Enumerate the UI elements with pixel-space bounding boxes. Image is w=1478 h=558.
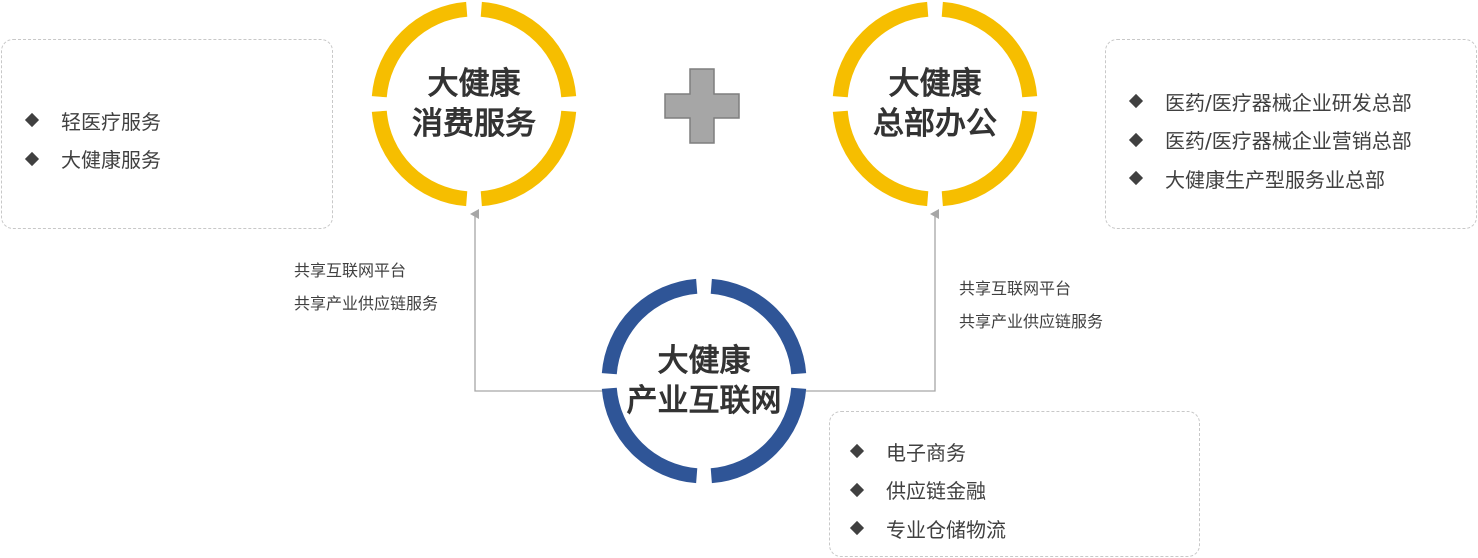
list-item-label: 大健康生产型服务业总部 xyxy=(1165,167,1385,192)
hq-circle-label: 大健康 总部办公 xyxy=(845,44,1025,164)
consumer-line2: 消费服务 xyxy=(412,106,536,142)
connector-right xyxy=(806,209,939,392)
hq-office-box: 医药/医疗器械企业研发总部 医药/医疗器械企业营销总部 大健康生产型服务业总部 xyxy=(1105,39,1477,229)
internet-line2: 产业互联网 xyxy=(626,383,782,419)
diamond-bullet-icon xyxy=(24,151,40,166)
left-link-annotation: 共享互联网平台 共享产业供应链服务 xyxy=(294,254,438,320)
connector-left xyxy=(470,209,603,392)
diamond-bullet-icon xyxy=(1128,94,1144,109)
list-item-label: 医药/医疗器械企业研发总部 xyxy=(1165,90,1412,115)
list-item-label: 医药/医疗器械企业营销总部 xyxy=(1165,129,1412,154)
internet-line1: 大健康 xyxy=(657,343,751,379)
list-item: 大健康服务 xyxy=(24,140,332,179)
internet-services-box: 电子商务 供应链金融 专业仓储物流 xyxy=(829,411,1200,557)
diamond-bullet-icon xyxy=(849,444,865,459)
list-item: 大健康生产型服务业总部 xyxy=(1128,159,1476,198)
consumer-circle-label: 大健康 消费服务 xyxy=(384,44,564,164)
diamond-bullet-icon xyxy=(1128,171,1144,186)
diamond-bullet-icon xyxy=(24,113,40,128)
list-item: 医药/医疗器械企业营销总部 xyxy=(1128,121,1476,160)
list-item-label: 电子商务 xyxy=(886,440,966,465)
list-item-label: 轻医疗服务 xyxy=(61,109,161,134)
right-link-annotation: 共享互联网平台 共享产业供应链服务 xyxy=(959,272,1103,338)
consumer-services-box: 轻医疗服务 大健康服务 xyxy=(1,39,333,229)
right-link-line2: 共享产业供应链服务 xyxy=(959,312,1104,331)
diamond-bullet-icon xyxy=(849,482,865,497)
list-item: 供应链金融 xyxy=(849,471,1199,510)
list-item-label: 专业仓储物流 xyxy=(886,517,1006,542)
list-item: 轻医疗服务 xyxy=(24,101,332,140)
diamond-bullet-icon xyxy=(1128,132,1144,147)
hq-line1: 大健康 xyxy=(888,66,982,102)
plus-icon xyxy=(664,68,740,144)
diamond-bullet-icon xyxy=(849,521,865,536)
list-item-label: 供应链金融 xyxy=(886,479,986,504)
list-item-label: 大健康服务 xyxy=(61,148,161,173)
left-link-line1: 共享互联网平台 xyxy=(294,261,407,280)
hq-line2: 总部办公 xyxy=(873,106,997,142)
internet-services-list: 电子商务 供应链金融 专业仓储物流 xyxy=(849,432,1199,548)
list-item: 电子商务 xyxy=(849,432,1199,471)
consumer-line1: 大健康 xyxy=(427,66,521,102)
internet-circle-label: 大健康 产业互联网 xyxy=(604,321,804,441)
consumer-services-list: 轻医疗服务 大健康服务 xyxy=(24,101,332,179)
right-link-line1: 共享互联网平台 xyxy=(959,279,1072,298)
list-item: 专业仓储物流 xyxy=(849,509,1199,548)
list-item: 医药/医疗器械企业研发总部 xyxy=(1128,82,1476,121)
left-link-line2: 共享产业供应链服务 xyxy=(294,294,439,313)
hq-office-list: 医药/医疗器械企业研发总部 医药/医疗器械企业营销总部 大健康生产型服务业总部 xyxy=(1128,82,1476,198)
